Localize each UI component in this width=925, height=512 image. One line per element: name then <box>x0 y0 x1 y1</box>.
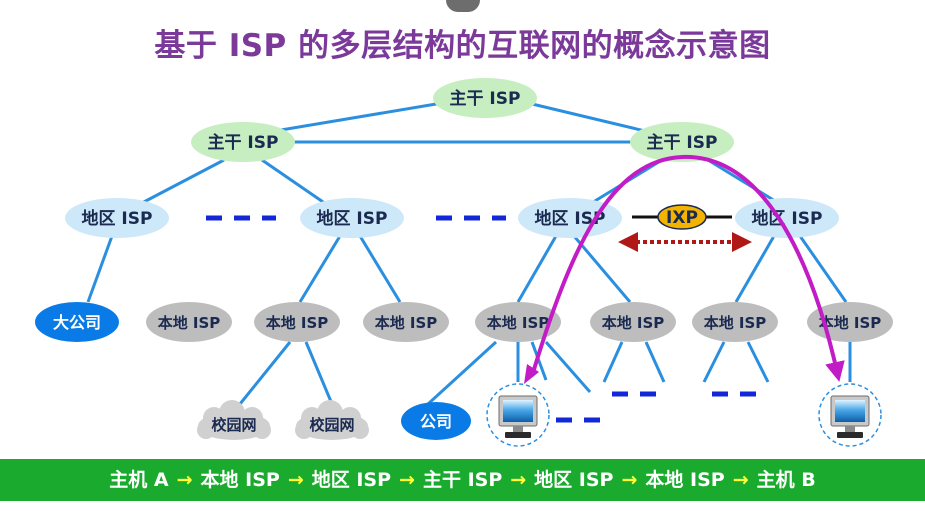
link-regional-local-b <box>358 235 402 303</box>
link-local-branch-4 <box>644 341 666 383</box>
link-local-branch-5 <box>702 341 726 383</box>
link-local-campus-2 <box>304 341 334 405</box>
link-backbone-top-right <box>527 101 646 133</box>
path-step-5: 地区 ISP <box>534 469 614 491</box>
big-company-label: 大公司 <box>53 313 101 332</box>
backbone-isp-right-label: 主干 ISP <box>647 132 718 153</box>
regional-isp-1[interactable]: 地区 ISP <box>65 198 169 238</box>
backbone-isp-right[interactable]: 主干 ISP <box>630 122 734 162</box>
cloud-icon <box>295 400 369 440</box>
backbone-isp-left[interactable]: 主干 ISP <box>191 122 295 162</box>
path-arrow-icon: → <box>399 469 415 491</box>
link-backbone-regional-4 <box>707 158 781 206</box>
local-isp-1[interactable]: 本地 ISP <box>146 302 232 342</box>
path-arrow-icon: → <box>510 469 527 491</box>
regional-isp-2-label: 地区 ISP <box>317 208 388 229</box>
campus-network-2[interactable]: 校园网 <box>295 400 369 440</box>
link-regional-bigcompany <box>86 235 114 303</box>
host-a[interactable] <box>486 383 550 447</box>
link-local-branch-2 <box>544 341 592 393</box>
link-regional-local-f <box>798 235 848 303</box>
link-backbone-regional-2 <box>261 158 327 206</box>
regional-isp-4[interactable]: 地区 ISP <box>735 198 839 238</box>
backbone-isp-left-label: 主干 ISP <box>208 132 279 153</box>
dashed-links <box>206 215 768 423</box>
local-isp-2[interactable]: 本地 ISP <box>254 302 340 342</box>
path-arrow-icon: → <box>621 469 638 491</box>
link-local-company <box>426 340 498 406</box>
path-summary-bar: 主机 A → 本地 ISP → 地区 ISP → 主干 ISP → 地区 ISP → 本地 ISP →… <box>0 459 925 501</box>
path-step-4: 主干 ISP <box>422 469 503 491</box>
cloud-icon <box>197 400 271 440</box>
local-isp-5-label: 本地 ISP <box>602 314 665 332</box>
link-backbone-top-left <box>274 101 443 133</box>
computer-monitor-icon <box>498 395 538 438</box>
link-backbone-regional-1 <box>139 158 225 206</box>
host-b[interactable] <box>818 383 882 447</box>
ixp-group: IXP <box>618 204 752 252</box>
local-isp-4[interactable]: 本地 ISP <box>475 302 561 342</box>
path-arrow-icon: → <box>732 469 749 491</box>
big-company-node[interactable]: 大公司 <box>35 302 119 342</box>
link-local-campus-1 <box>238 341 292 405</box>
regional-isp-2[interactable]: 地区 ISP <box>300 198 404 238</box>
path-step-6: 本地 ISP <box>645 469 725 491</box>
route-arrow <box>530 154 845 382</box>
campus-network-1-label: 校园网 <box>211 416 256 434</box>
computer-monitor-icon <box>830 395 870 438</box>
regional-isp-1-label: 地区 ISP <box>82 208 153 229</box>
link-regional-local-d <box>572 235 632 303</box>
route-arrow-head-a <box>524 364 539 384</box>
local-isp-1-label: 本地 ISP <box>158 314 221 332</box>
local-isp-5[interactable]: 本地 ISP <box>590 302 676 342</box>
ixp-node[interactable] <box>657 204 707 230</box>
diagram-title: 基于 ISP 的多层结构的互联网的概念示意图 <box>154 28 771 64</box>
local-isp-7-label: 本地 ISP <box>819 314 882 332</box>
company-label: 公司 <box>420 412 452 431</box>
path-arrow-icon: → <box>287 469 304 491</box>
company-node[interactable]: 公司 <box>401 402 471 440</box>
link-local-branch-1 <box>530 341 548 381</box>
local-isp-3[interactable]: 本地 ISP <box>363 302 449 342</box>
backbone-isp-top[interactable]: 主干 ISP <box>433 78 537 118</box>
local-isp-4-label: 本地 ISP <box>487 314 550 332</box>
regional-isp-3[interactable]: 地区 ISP <box>518 198 622 238</box>
campus-network-1[interactable]: 校园网 <box>197 400 271 440</box>
backbone-isp-top-label: 主干 ISP <box>450 88 521 109</box>
link-regional-local-e <box>734 235 776 303</box>
local-isp-6-label: 本地 ISP <box>704 314 767 332</box>
path-step-2: 本地 ISP <box>200 469 280 491</box>
link-local-branch-6 <box>746 341 770 383</box>
path-arrow-icon: → <box>176 469 193 491</box>
ixp-label: IXP <box>666 208 698 228</box>
path-step-7: 主机 B <box>756 469 816 491</box>
local-isp-2-label: 本地 ISP <box>266 314 329 332</box>
decorative-arc <box>446 0 480 12</box>
campus-network-2-label: 校园网 <box>309 416 354 434</box>
link-regional-local-a <box>298 235 342 303</box>
local-isp-6[interactable]: 本地 ISP <box>692 302 778 342</box>
local-isp-3-label: 本地 ISP <box>375 314 438 332</box>
link-local-branch-3 <box>602 341 624 383</box>
regional-isp-3-label: 地区 ISP <box>535 208 606 229</box>
path-step-1: 主机 A <box>109 469 169 491</box>
regional-isp-4-label: 地区 ISP <box>752 208 823 229</box>
path-step-3: 地区 ISP <box>311 469 392 491</box>
link-regional-local-c <box>516 235 558 303</box>
